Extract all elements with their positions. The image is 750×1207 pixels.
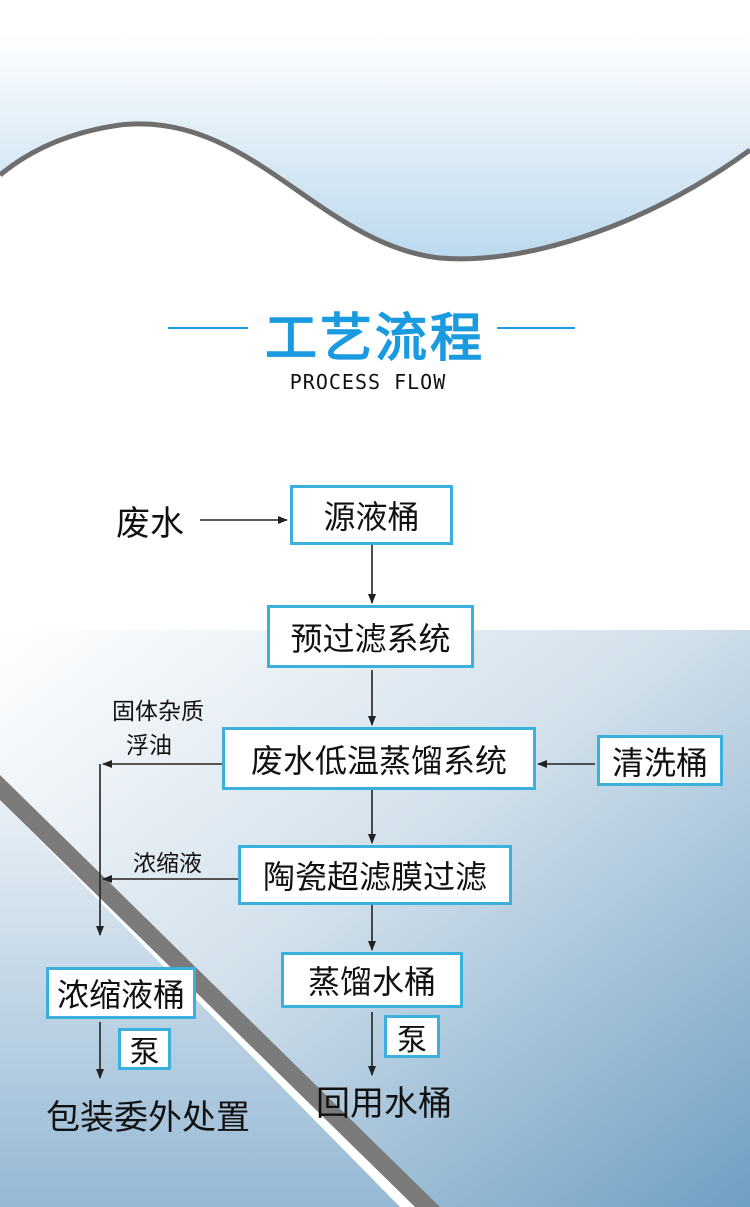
distillation-label: 废水低温蒸馏系统	[250, 741, 507, 780]
title-line-left	[168, 327, 248, 329]
input-wastewater-label: 废水	[116, 504, 184, 544]
prefilter-label: 预过滤系统	[290, 619, 451, 658]
cleaning-tank-box: 清洗桶	[597, 735, 723, 786]
prefilter-box: 预过滤系统	[267, 605, 474, 668]
source-tank-label: 源液桶	[323, 498, 420, 536]
pump-right-box: 泵	[384, 1015, 440, 1058]
ceramic-uf-label: 陶瓷超滤膜过滤	[262, 858, 487, 896]
diagonal-band	[0, 775, 440, 1207]
page-title: 工艺流程	[264, 309, 485, 369]
concentrate-label: 浓缩液	[133, 851, 202, 877]
solids-label-line2: 浮油	[126, 733, 172, 759]
distilled-water-tank-box: 蒸馏水桶	[281, 952, 463, 1008]
ceramic-uf-box: 陶瓷超滤膜过滤	[238, 845, 512, 905]
page-subtitle: PROCESS FLOW	[289, 370, 447, 394]
source-tank-box: 源液桶	[290, 485, 453, 545]
cleaning-tank-label: 清洗桶	[611, 743, 708, 782]
top-wave-stroke	[0, 121, 750, 262]
distilled-water-tank-label: 蒸馏水桶	[307, 963, 436, 1001]
distillation-box: 废水低温蒸馏系统	[222, 727, 536, 790]
concentrate-tank-label: 浓缩液桶	[56, 976, 185, 1014]
pump-left-label: 泵	[129, 1035, 160, 1070]
disposal-label: 包装委外处置	[46, 1098, 250, 1138]
top-wave-fill	[0, 32, 750, 259]
reuse-tank-label: 回用水桶	[316, 1084, 452, 1124]
title-line-right	[497, 327, 575, 329]
pump-right-label: 泵	[397, 1022, 427, 1058]
solids-label-line1: 固体杂质	[112, 699, 204, 725]
concentrate-tank-box: 浓缩液桶	[46, 967, 196, 1019]
pump-left-box: 泵	[118, 1028, 171, 1070]
lower-right-fill	[0, 630, 750, 1207]
